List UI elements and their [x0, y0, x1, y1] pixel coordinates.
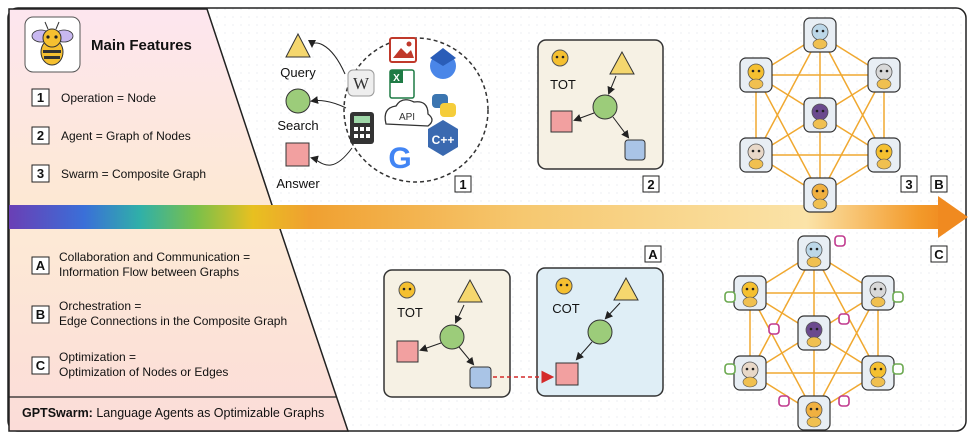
query-label: Query — [280, 65, 316, 80]
optimization-token-icon — [724, 291, 736, 303]
panel-1-label: 1 — [459, 177, 466, 192]
svg-text:G: G — [388, 142, 411, 175]
collaboration-panel: TOT COT A — [383, 245, 664, 398]
search-circle — [285, 88, 311, 114]
progress-arrow-head — [938, 196, 968, 238]
bee-logo-icon — [24, 16, 81, 73]
feature-key: 2 — [37, 128, 44, 143]
optimization-key: B — [36, 307, 45, 322]
optimization-key: C — [36, 358, 46, 373]
swarm-edge — [813, 252, 879, 374]
cot-label: COT — [552, 301, 580, 316]
agent-node — [861, 355, 895, 391]
optimization-line1: Optimization = — [59, 350, 136, 364]
optimization-token-icon — [838, 395, 850, 407]
operations-panel: Query Search Answer W X API — [276, 32, 489, 193]
excel-icon: X — [389, 69, 415, 99]
calculator-icon — [350, 112, 374, 144]
main-features-title: Main Features — [91, 37, 192, 54]
swarm-edge — [819, 74, 885, 196]
panel-2-label: 2 — [647, 177, 654, 192]
agent-node — [797, 315, 831, 351]
panel-b-label: B — [934, 177, 943, 192]
answer-square — [285, 142, 310, 167]
api-label: API — [399, 112, 415, 123]
bee-agent-icon — [398, 281, 416, 299]
query-triangle — [285, 32, 311, 58]
swarm-panel-top — [739, 17, 901, 213]
panel-3-label: 3 — [905, 177, 912, 192]
panel-c-label: C — [934, 247, 944, 262]
agent-node — [803, 177, 837, 213]
swarm-panel-bottom — [724, 235, 904, 431]
swarm-edge — [749, 292, 815, 414]
python-icon — [432, 94, 456, 117]
optimization-token-icon — [768, 323, 780, 335]
optimization-list: A Collaboration and Communication = Info… — [31, 250, 287, 379]
optimization-token-icon — [834, 235, 846, 247]
tot-label: TOT — [397, 305, 423, 320]
agent-node — [739, 57, 773, 93]
google-icon: G — [388, 142, 411, 175]
agent-node — [867, 57, 901, 93]
optimization-token-icon — [838, 313, 850, 325]
answer-label: Answer — [276, 176, 320, 191]
footer-caption: GPTSwarm: Language Agents as Optimizable… — [22, 406, 324, 420]
optimization-token-icon — [892, 363, 904, 375]
feature-list: 1 Operation = Node 2 Agent = Graph of No… — [31, 88, 206, 183]
tot-label: TOT — [550, 77, 576, 92]
panel-a-label: A — [648, 247, 658, 262]
feature-text: Agent = Graph of Nodes — [61, 129, 191, 143]
svg-text:C++: C++ — [432, 133, 455, 147]
swarm-edge — [749, 252, 815, 374]
optimization-key: A — [36, 258, 46, 273]
optimization-token-icon — [724, 363, 736, 375]
agent-node — [861, 275, 895, 311]
swarm-edge — [755, 74, 821, 196]
scholar-icon — [430, 48, 456, 79]
svg-text:W: W — [353, 74, 370, 93]
agent-node — [797, 395, 831, 431]
cpp-icon: C++ — [428, 120, 458, 156]
agent-node — [739, 137, 773, 173]
optimization-line2: Optimization of Nodes or Edges — [59, 365, 228, 379]
search-label: Search — [277, 118, 318, 133]
swarm-edge — [819, 34, 885, 156]
optimization-line2: Edge Connections in the Composite Graph — [59, 314, 287, 328]
api-cloud-icon: API — [384, 99, 433, 127]
feature-text: Operation = Node — [61, 91, 156, 105]
feature-key: 1 — [37, 90, 44, 105]
agent-node — [867, 137, 901, 173]
feature-key: 3 — [37, 166, 44, 181]
optimization-token-icon — [892, 291, 904, 303]
optimization-line1: Collaboration and Communication = — [59, 250, 250, 264]
wikipedia-icon: W — [347, 69, 375, 97]
swarm-edge — [755, 34, 821, 156]
feature-text: Swarm = Composite Graph — [61, 167, 206, 181]
bee-agent-icon — [551, 49, 569, 67]
optimization-token-icon — [778, 395, 790, 407]
image-icon — [389, 37, 417, 63]
agent-panel: TOT 2 — [537, 39, 664, 193]
agent-node — [803, 97, 837, 133]
agent-node — [733, 355, 767, 391]
optimization-line2: Information Flow between Graphs — [59, 265, 239, 279]
agent-node — [797, 235, 831, 271]
agent-node — [733, 275, 767, 311]
optimization-line1: Orchestration = — [59, 299, 141, 313]
progress-band — [9, 205, 947, 229]
svg-text:X: X — [393, 73, 400, 84]
swarm-edge — [813, 292, 879, 414]
bee-agent-icon — [555, 277, 573, 295]
agent-node — [803, 17, 837, 53]
